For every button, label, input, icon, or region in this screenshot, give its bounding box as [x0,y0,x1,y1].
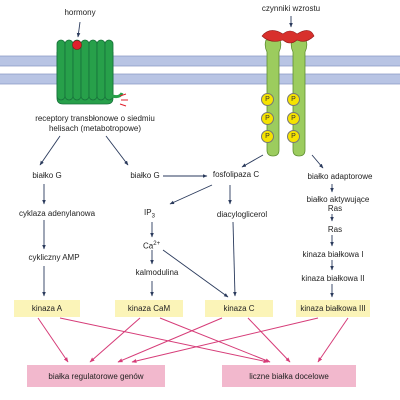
calcium-superscript: 2+ [153,241,161,247]
phosphate-right-3: P [287,130,300,143]
phospholipase-c-label: fosfolipaza C [212,170,260,179]
pink-arrow-kinase-c-to-gene-regulatory [117,317,223,363]
ip3-text: IP [144,208,152,217]
calcium-label: Ca2+ [143,239,160,252]
hormone-molecule [72,40,82,50]
adenylate-cyclase-label: cyklaza adenylanowa [18,209,96,218]
pink-arrow-kinase-a-to-gene-regulatory [37,317,69,363]
arrow-receptor-to-g-protein-left [39,135,61,166]
ras-activating-protein-line1: białko aktywujące [306,195,370,204]
kinase-1-label: kinaza białkowa I [302,250,364,259]
diacylglycerol-label: diacyloglicerol [216,210,268,219]
growth-factors-label: czynniki wzrostu [261,4,321,13]
receptor-description-line2: helisach (metabotropowe) [48,124,142,133]
receptor-description-line1: receptory transbłonowe o siedmiu [35,114,155,123]
phosphate-right-2: P [287,112,300,125]
calmodulin-label: kalmodulina [135,268,179,277]
seven-helix-receptor [56,39,124,105]
arrow-rtk-to-adaptor [311,154,324,169]
phosphate-left-2: P [261,112,274,125]
arrow-rtk-to-phospholipase [241,154,264,168]
gene-regulatory-proteins-box: białka regulatorowe genów [27,365,165,387]
g-protein-mid-label: białko G [130,171,160,180]
kinase-2-label: kinaza białkowa II [301,274,365,283]
adaptor-protein-label: białko adaptorowe [307,172,373,181]
pink-arrow-kinase-cam-to-gene-regulatory [89,317,141,363]
arrow-calcium-to-kinase-c [162,249,229,298]
ras-activating-protein-line2: Ras [327,204,343,213]
phosphate-left-1: P [261,93,274,106]
pink-arrow-kinase-cam-to-targets [159,317,271,363]
arrow-receptor-to-g-protein-mid [105,135,129,166]
ras-label: Ras [327,225,343,234]
pink-arrow-kinase-a-to-targets [59,317,269,364]
hormones-label: hormony [64,8,96,17]
arrow-dag-to-kinase-c [232,221,237,297]
kinase-c-box: kinaza C [205,300,273,317]
g-protein-left-label: białko G [32,171,62,180]
kinase-cam-box: kinaza CaM [115,300,183,317]
phosphate-left-3: P [261,130,274,143]
activation-dash-marks [119,93,128,107]
kinase-a-box: kinaza A [14,300,80,317]
pink-arrow-kinase-c-to-targets [247,317,291,363]
ip3-subscript: 3 [151,213,155,220]
calcium-text: Ca [143,241,154,251]
pink-arrow-kinase3-to-targets [317,317,349,363]
pink-arrow-kinase3-to-gene-regulatory [131,317,319,363]
arrow-hormone-to-receptor [76,21,81,38]
kinase-3-box: kinaza białkowa III [296,300,370,317]
arrow-phospholipase-to-ip3 [169,184,213,205]
growth-factor-molecule [261,30,315,44]
target-proteins-box: liczne białka docelowe [222,365,356,387]
camp-label: cykliczny AMP [28,253,80,262]
ip3-label: IP3 [144,208,155,222]
phosphate-right-1: P [287,93,300,106]
